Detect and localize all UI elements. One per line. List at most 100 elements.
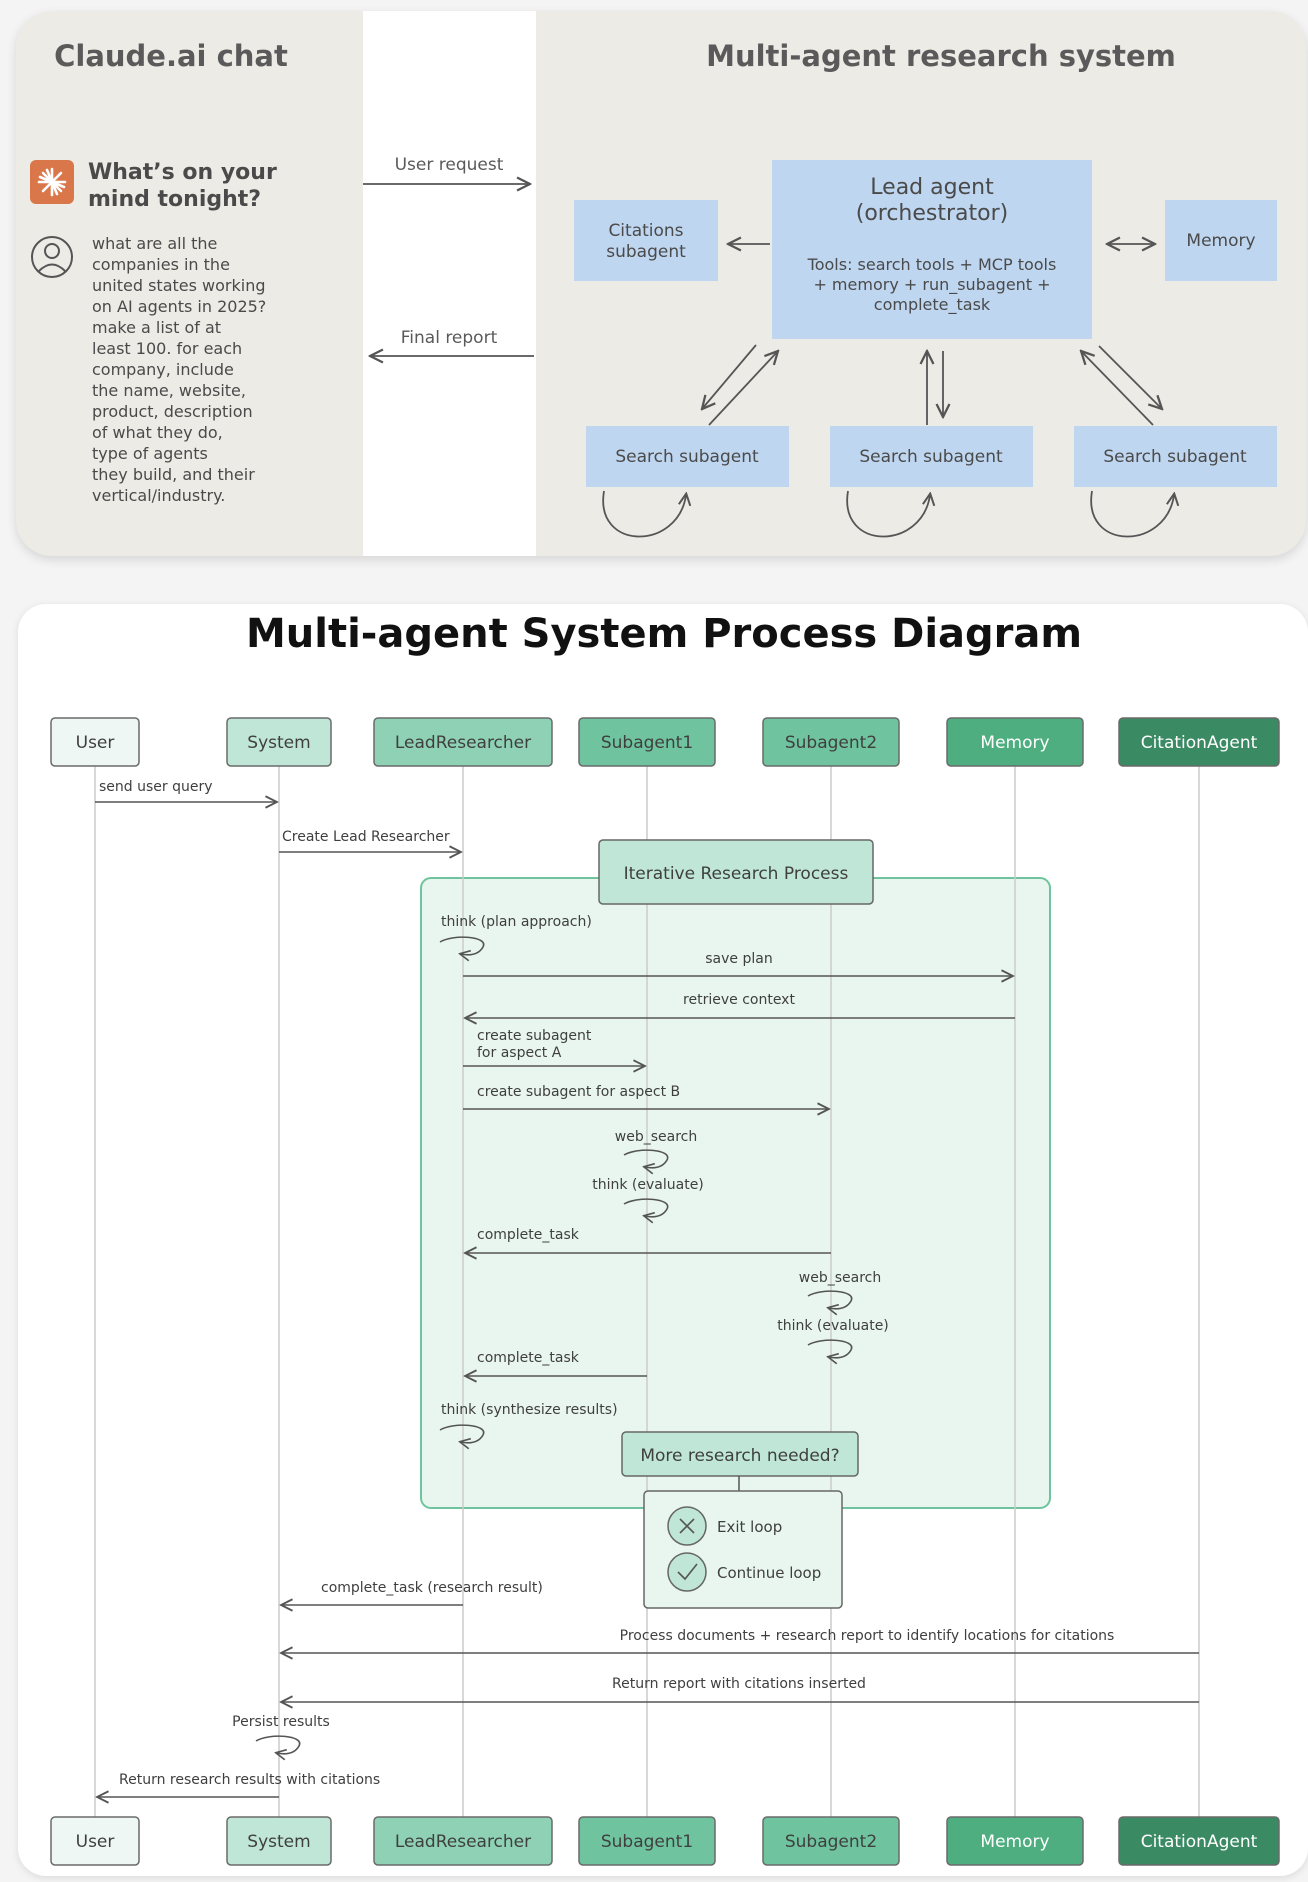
participant-subagent2-top [762,717,900,767]
self-call-label: think (evaluate) [777,1318,889,1334]
citations-subagent-box [574,200,718,281]
search-subagent-label-2: Search subagent [859,447,1003,467]
user-message-line: make a list of at [92,318,221,337]
message-label: retrieve context [683,992,795,1008]
user-message-line: companies in the [92,255,230,274]
user-message-line: vertical/industry. [92,486,225,505]
self-call-arrow [807,1339,853,1358]
diagram-title: Multi-agent System Process Diagram [246,611,1082,657]
self-call-label: think (plan approach) [441,914,592,930]
user-message-line: the name, website, [92,381,246,400]
search1-to-lead-arrow [708,351,778,426]
search-subagent-box-3 [1074,426,1277,487]
participant-user-bottom [50,1816,140,1866]
participant-user-top [50,717,140,767]
lead-agent-tools-line1: Tools: search tools + MCP tools [807,255,1057,274]
message-label: create subagent for aspect B [477,1084,680,1100]
user-avatar-icon [31,236,73,278]
self-call-arrow [439,1424,485,1443]
participant-leadresearcher-bottom [373,1816,553,1866]
citations-label-line2: subagent [606,242,686,262]
user-message-line: on AI agents in 2025? [92,297,266,316]
lead-agent-tools-line3: complete_task [874,295,991,315]
message-label: send user query [99,779,213,795]
participant-label-leadresearcher: LeadResearcher [395,733,531,753]
participant-label-citationagent: CitationAgent [1141,1832,1258,1852]
search3-loop-arrow [1090,490,1174,538]
iterative-loop-header [598,839,874,905]
process-diagram-panel: Multi-agent System Process Diagram Itera… [18,604,1308,1876]
self-call-label: think (evaluate) [592,1177,704,1193]
participant-system-bottom [226,1816,332,1866]
search-subagent-box-2 [830,426,1033,487]
participant-leadresearcher-top [373,717,553,767]
user-message-line: they build, and their [92,465,255,484]
participant-subagent1-top [578,717,716,767]
lead-agent-tools-line2: + memory + run_subagent + [813,275,1050,295]
participant-label-system: System [247,1832,310,1852]
message-label: Return research results with citations [119,1772,380,1788]
participant-label-memory: Memory [980,733,1049,753]
participant-label-subagent2: Subagent2 [785,733,877,753]
sequence-diagram-canvas: Multi-agent System Process Diagram Itera… [50,611,1280,1866]
participant-label-subagent2: Subagent2 [785,1832,877,1852]
decision-label: More research needed? [640,1446,839,1466]
memory-label: Memory [1186,231,1255,251]
final-report-label: Final report [401,328,498,348]
message-label: complete_task [477,1227,580,1243]
user-message-line: what are all the [92,234,217,253]
self-call-arrow [623,1149,669,1168]
lead-to-search1-arrow [702,344,757,409]
self-call-label: Persist results [232,1714,330,1730]
self-call-label: think (synthesize results) [441,1402,618,1418]
continue-loop-label: Continue loop [717,1564,821,1582]
message-label: Create Lead Researcher [282,829,450,845]
message-label: complete_task [477,1350,580,1366]
lead-agent-title-line1: Lead agent [870,175,994,200]
multi-agent-architecture-panel: Claude.ai chat Multi-agent research syst… [16,11,1306,556]
claude-chat-title: Claude.ai chat [54,39,288,73]
decision-box [621,1431,859,1477]
message-label: Return report with citations inserted [612,1676,866,1692]
lead-agent-title-line2: (orchestrator) [856,201,1009,226]
user-message-line: of what they do, [92,423,223,442]
participant-label-memory: Memory [980,1832,1049,1852]
self-call-arrow [255,1735,301,1754]
lead-agent-box [772,160,1092,339]
search1-loop-arrow [602,490,686,538]
participant-label-leadresearcher: LeadResearcher [395,1832,531,1852]
lifelines [94,766,1200,1818]
participant-label-subagent1: Subagent1 [601,733,693,753]
memory-box [1165,200,1277,281]
participant-citationagent-top [1118,717,1280,767]
lead-to-search3-arrow [1098,345,1162,409]
participant-subagent1-bottom [578,1816,716,1866]
exit-loop-label: Exit loop [717,1518,782,1536]
participant-label-subagent1: Subagent1 [601,1832,693,1852]
multi-agent-system-title: Multi-agent research system [706,39,1176,73]
message-label: Process documents + research report to i… [620,1628,1115,1644]
participant-label-user: User [76,733,115,753]
exit-loop-icon [667,1506,707,1546]
participant-citationagent-bottom [1118,1816,1280,1866]
participant-memory-top [946,717,1084,767]
decision-options-box [643,1490,843,1609]
search-subagent-label-3: Search subagent [1103,447,1247,467]
continue-loop-icon [667,1552,707,1592]
citations-label-line1: Citations [608,221,683,241]
participant-subagent2-bottom [762,1816,900,1866]
participant-label-user: User [76,1832,115,1852]
user-message-line: company, include [92,360,234,379]
user-message-line: product, description [92,402,253,421]
user-message-line: least 100. for each [92,339,242,358]
prompt-heading-line2: mind tonight? [88,187,261,212]
prompt-heading-line1: What’s on your [88,160,277,185]
iterative-loop-label: Iterative Research Process [624,864,849,884]
self-call-label: web_search [799,1270,881,1286]
self-call-label: web_search [615,1129,697,1145]
claude-logo-icon [30,160,74,204]
